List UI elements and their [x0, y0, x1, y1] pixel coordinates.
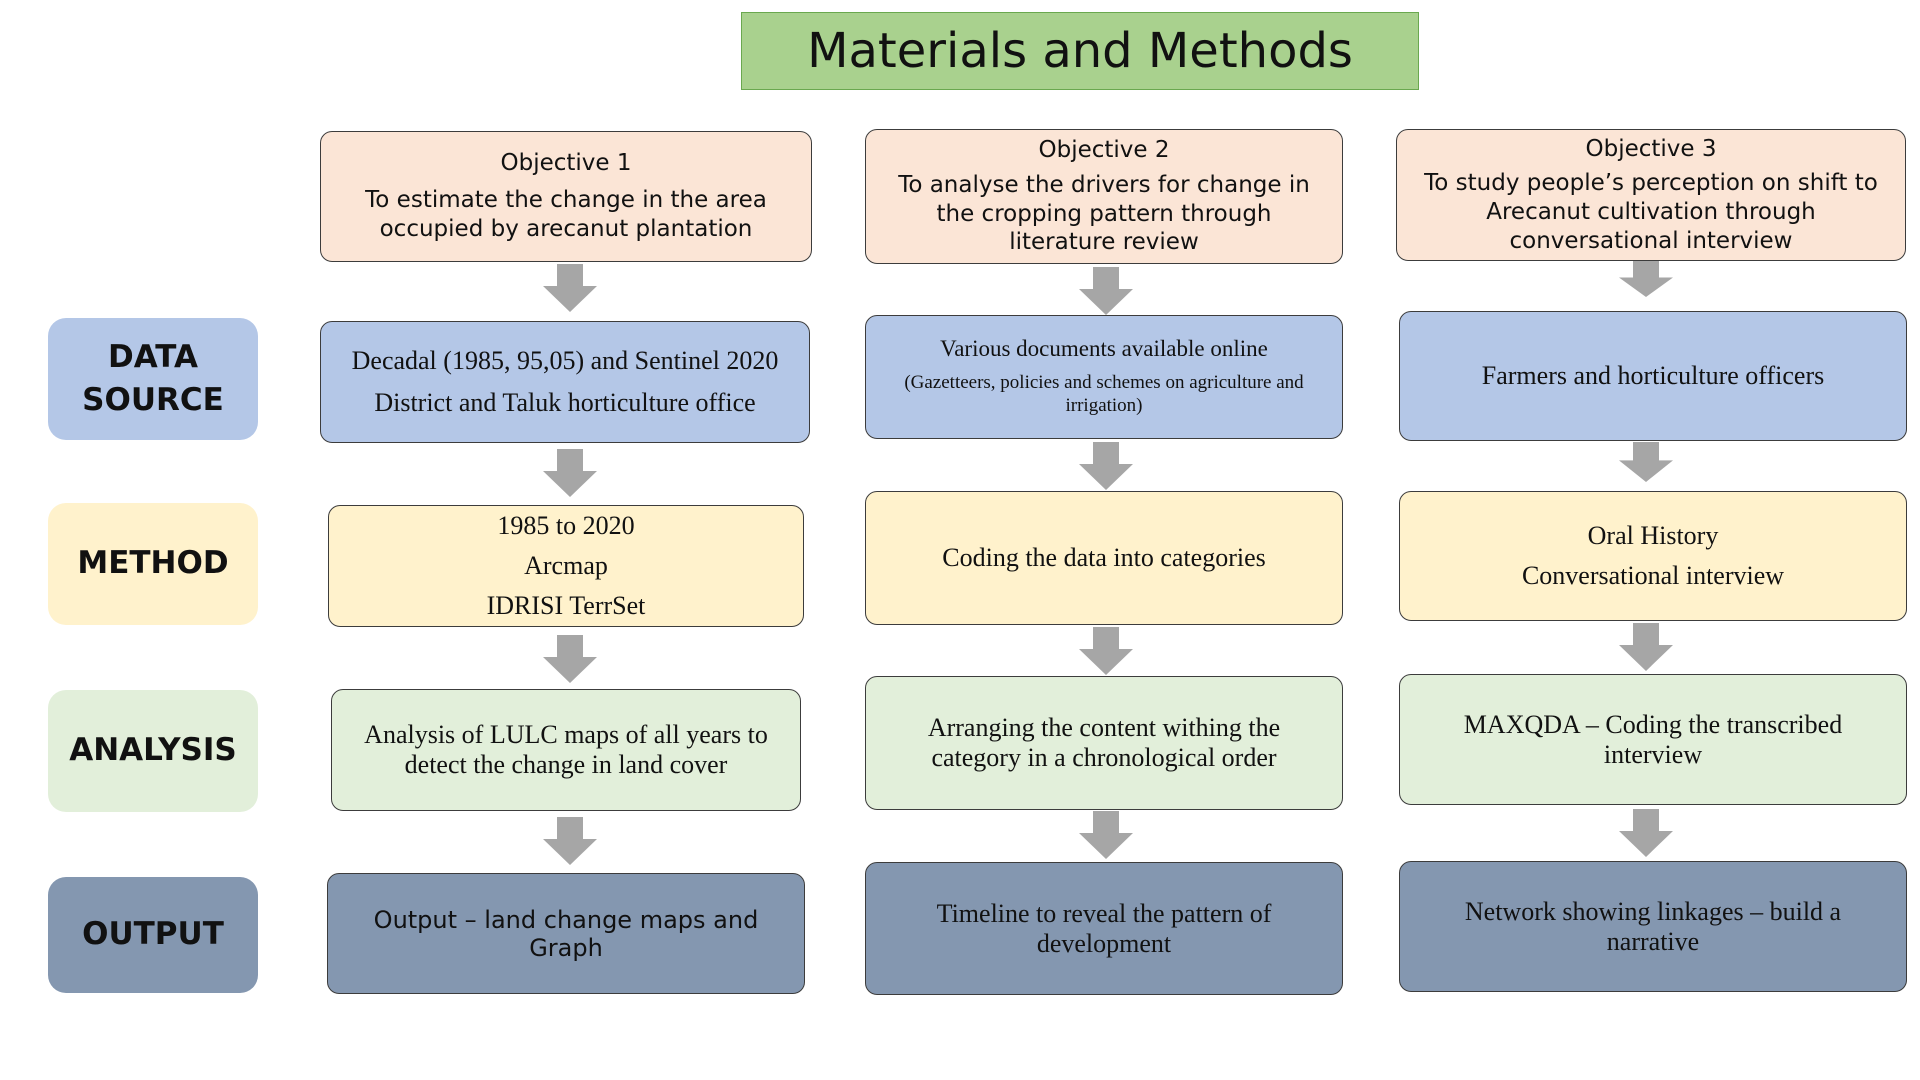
objective-3-method-line-2: Conversational interview	[1521, 561, 1785, 590]
down-arrow-icon	[1079, 442, 1133, 490]
objective-1-analysis-box: Analysis of LULC maps of all years to de…	[331, 689, 801, 811]
down-arrow-icon	[1079, 627, 1133, 675]
objective-2-box: Objective 2 To analyse the drivers for c…	[865, 129, 1343, 264]
objective-1-method-line-2: Arcmap	[524, 550, 608, 580]
objective-3-data-source-box: Farmers and horticulture officers	[1399, 311, 1907, 441]
objective-3-data-source-line-1: Farmers and horticulture officers	[1481, 361, 1825, 390]
down-arrow-icon	[543, 817, 597, 865]
down-arrow-icon	[543, 449, 597, 497]
objective-2-output-text: Timeline to reveal the pattern of develo…	[936, 898, 1272, 958]
row-label-output-text: OUTPUT	[82, 916, 224, 953]
objective-1-output-text: Output – land change maps and Graph	[373, 905, 759, 962]
objective-1-method-line-1: 1985 to 2020	[497, 510, 635, 540]
row-label-analysis-text: ANALYSIS	[69, 732, 237, 769]
down-arrow-icon	[1619, 623, 1673, 671]
objective-1-method-line-3: IDRISI TerrSet	[486, 591, 646, 621]
objective-1-data-source-line-2: District and Taluk horticulture office	[374, 388, 756, 417]
objective-1-text: To estimate the change in the area occup…	[365, 187, 767, 242]
objective-3-output-text: Network showing linkages – build a narra…	[1464, 896, 1842, 956]
objective-3-text: To study people’s perception on shift to…	[1424, 170, 1878, 254]
row-label-method-text: METHOD	[77, 545, 229, 582]
objective-1-data-source-line-1: Decadal (1985, 95,05) and Sentinel 2020	[351, 346, 779, 376]
objective-1-method-box: 1985 to 2020 Arcmap IDRISI TerrSet	[328, 505, 804, 627]
objective-2-method-box: Coding the data into categories	[865, 491, 1343, 625]
down-arrow-icon	[543, 635, 597, 683]
objective-3-output-box: Network showing linkages – build a narra…	[1399, 861, 1907, 992]
objective-2-output-box: Timeline to reveal the pattern of develo…	[865, 862, 1343, 995]
objective-3-heading: Objective 3	[1585, 135, 1717, 162]
objective-2-data-source-line-1: Various documents available online	[940, 336, 1268, 362]
objective-2-data-source-line-2: (Gazetteers, policies and schemes on agr…	[904, 372, 1304, 416]
objective-1-analysis-text: Analysis of LULC maps of all years to de…	[364, 720, 768, 779]
objective-3-box: Objective 3 To study people’s perception…	[1396, 129, 1906, 261]
diagram-title: Materials and Methods	[741, 12, 1419, 90]
down-arrow-icon	[1619, 442, 1673, 482]
objective-2-heading: Objective 2	[1038, 137, 1170, 163]
objective-1-box: Objective 1 To estimate the change in th…	[320, 131, 812, 262]
objective-2-analysis-box: Arranging the content withing the catego…	[865, 676, 1343, 810]
objective-2-text: To analyse the drivers for change in the…	[898, 171, 1310, 256]
down-arrow-icon	[543, 264, 597, 312]
down-arrow-icon	[1079, 811, 1133, 859]
objective-3-analysis-box: MAXQDA – Coding the transcribed intervie…	[1399, 674, 1907, 805]
objective-1-heading: Objective 1	[500, 150, 632, 177]
objective-1-output-box: Output – land change maps and Graph	[327, 873, 805, 994]
row-label-data-source: DATA SOURCE	[48, 318, 258, 440]
row-label-output: OUTPUT	[48, 877, 258, 993]
down-arrow-icon	[1619, 809, 1673, 857]
objective-2-analysis-text: Arranging the content withing the catego…	[927, 713, 1281, 772]
row-label-analysis: ANALYSIS	[48, 690, 258, 812]
objective-3-method-box: Oral History Conversational interview	[1399, 491, 1907, 621]
objective-3-method-line-1: Oral History	[1587, 520, 1719, 550]
objective-3-analysis-text: MAXQDA – Coding the transcribed intervie…	[1463, 709, 1843, 769]
row-label-method: METHOD	[48, 503, 258, 625]
objective-2-method-line-1: Coding the data into categories	[942, 543, 1266, 572]
down-arrow-icon	[1079, 267, 1133, 315]
down-arrow-icon	[1619, 261, 1673, 297]
objective-1-data-source-box: Decadal (1985, 95,05) and Sentinel 2020 …	[320, 321, 810, 443]
objective-2-data-source-box: Various documents available online (Gaze…	[865, 315, 1343, 439]
row-label-data-source-text: DATA SOURCE	[82, 338, 224, 418]
